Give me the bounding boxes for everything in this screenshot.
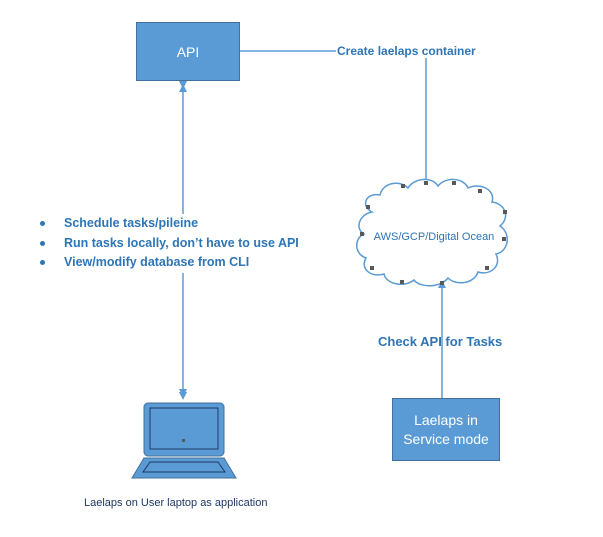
api-cloud-connector (240, 50, 427, 186)
check-tasks-label: Check API for Tasks (378, 334, 503, 349)
service-mode-node: Laelaps in Service mode (392, 398, 500, 461)
laptop-icon (131, 402, 237, 479)
arrowhead-down-laptop (179, 392, 187, 400)
laptop-display (149, 407, 219, 450)
feature-list: Schedule tasks/pileine Run tasks locally… (38, 214, 299, 273)
create-container-label: Create laelaps container (336, 44, 477, 58)
cloud-shape (356, 178, 508, 287)
laptop-cursor-dot (182, 439, 185, 442)
feature-item: Run tasks locally, don’t have to use API (38, 234, 299, 254)
laptop-caption: Laelaps on User laptop as application (84, 497, 268, 509)
feature-item: Schedule tasks/pileine (38, 214, 299, 234)
laptop-base (131, 457, 237, 479)
service-mode-line2: Service mode (403, 430, 489, 447)
cloud-label: AWS/GCP/Digital Ocean (373, 231, 495, 243)
arrowhead-up-api (179, 84, 187, 92)
service-mode-line1: Laelaps in (414, 411, 478, 428)
laptop-keyboard (142, 461, 226, 473)
feature-item: View/modify database from CLI (38, 253, 299, 273)
cloud-handles (360, 181, 507, 285)
api-node-label: API (176, 43, 200, 60)
api-node: API (136, 22, 240, 81)
